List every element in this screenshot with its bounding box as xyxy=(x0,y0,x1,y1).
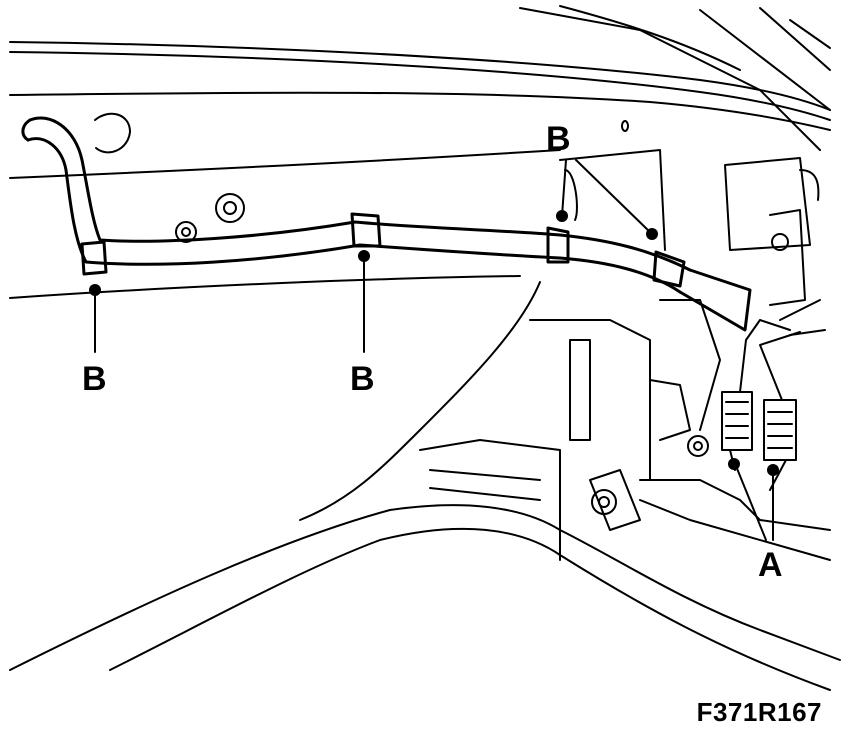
body-panel-lines xyxy=(9,5,831,299)
callout-b-middle: B xyxy=(350,360,375,398)
leader-dots xyxy=(89,210,779,476)
callout-b-top: B xyxy=(546,120,571,158)
panel-holes xyxy=(94,112,789,515)
leader-lines xyxy=(94,159,774,541)
callout-a: A xyxy=(758,546,783,584)
harness-clips xyxy=(80,212,686,288)
figure-code: F371R167 xyxy=(696,697,822,727)
callout-b-left: B xyxy=(82,360,107,398)
lower-panel-lines xyxy=(9,149,841,691)
